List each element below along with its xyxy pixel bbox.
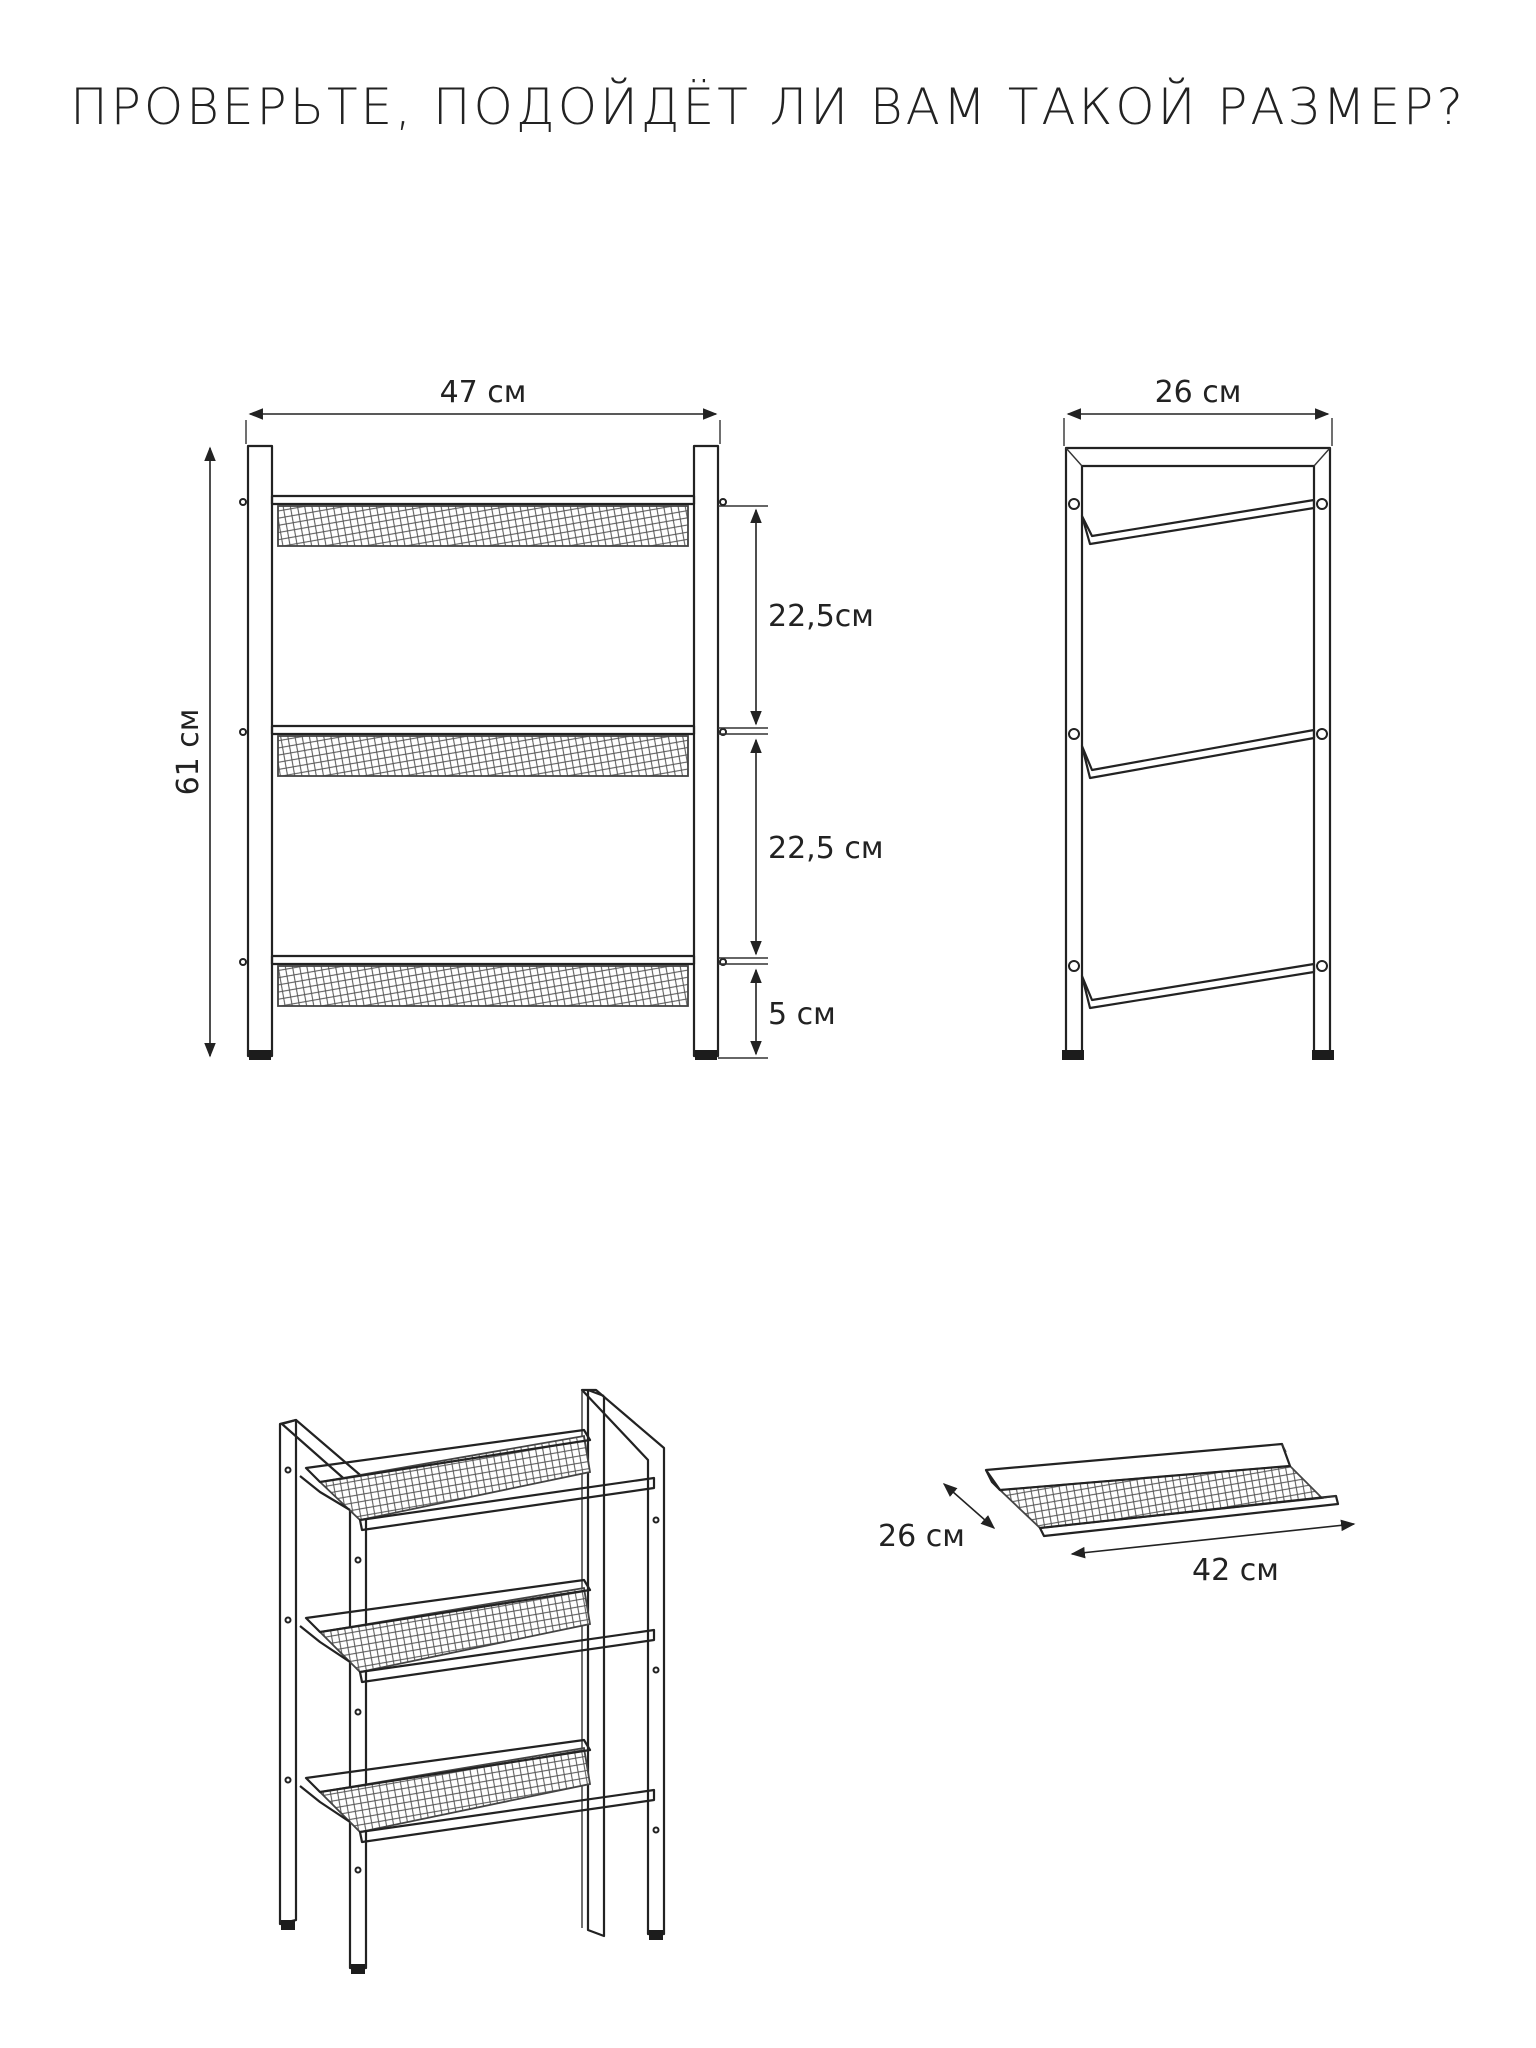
front-bolts <box>239 498 727 966</box>
bottom-clearance-label: 5 см <box>768 997 836 1032</box>
front-right-post <box>692 444 720 1058</box>
persp-right-post <box>580 1388 666 1936</box>
gap-top-label: 22,5см <box>768 599 874 634</box>
front-height-label: 61 см <box>171 709 206 796</box>
side-shelf-middle <box>1080 728 1316 780</box>
front-view: 47 см 61 см 22,5см 22,5 см 5 см <box>171 375 883 1060</box>
side-frame-outer <box>1064 446 1332 1052</box>
gap-middle-label: 22,5 см <box>768 831 883 866</box>
front-left-post <box>246 444 274 1058</box>
shelf-length-label: 42 см <box>1192 1553 1279 1588</box>
perspective-view <box>278 1388 666 1974</box>
side-view: 26 см <box>1062 375 1334 1060</box>
front-shelf-middle <box>270 724 696 777</box>
side-shelf-bottom <box>1080 962 1316 1010</box>
front-right-foot <box>695 1050 717 1060</box>
shelf-detail: 26 см 42 см <box>878 1442 1356 1588</box>
shelf-length-dimension <box>1070 1519 1356 1559</box>
shelf-detail-back-lip <box>984 1442 1292 1492</box>
page-title: ПРОВЕРЬТЕ, ПОДОЙДЁТ ЛИ ВАМ ТАКОЙ РАЗМЕР? <box>70 78 1466 136</box>
shelf-depth-label: 26 см <box>878 1519 965 1554</box>
side-bolts <box>1068 498 1328 972</box>
persp-shelf-top <box>299 1428 656 1532</box>
side-left-foot <box>1062 1050 1084 1060</box>
side-shelf-top <box>1080 498 1316 546</box>
side-right-foot <box>1312 1050 1334 1060</box>
persp-back-right-post <box>586 1390 606 1938</box>
shelf-depth-dimension <box>942 1483 996 1529</box>
side-depth-label: 26 см <box>1155 375 1242 410</box>
front-left-foot <box>249 1050 271 1060</box>
persp-shelf-bottom <box>299 1738 656 1844</box>
persp-bolts <box>284 1466 660 1874</box>
shelf-detail-front-lip <box>1038 1494 1340 1538</box>
front-shelf-bottom <box>270 954 696 1007</box>
front-shelf-top <box>270 494 696 547</box>
persp-back-left-post <box>278 1418 298 1926</box>
shelf-detail-mesh <box>997 1465 1324 1529</box>
front-width-label: 47 см <box>440 375 527 410</box>
side-frame-inner <box>1080 464 1316 1052</box>
persp-shelf-middle <box>299 1578 656 1684</box>
